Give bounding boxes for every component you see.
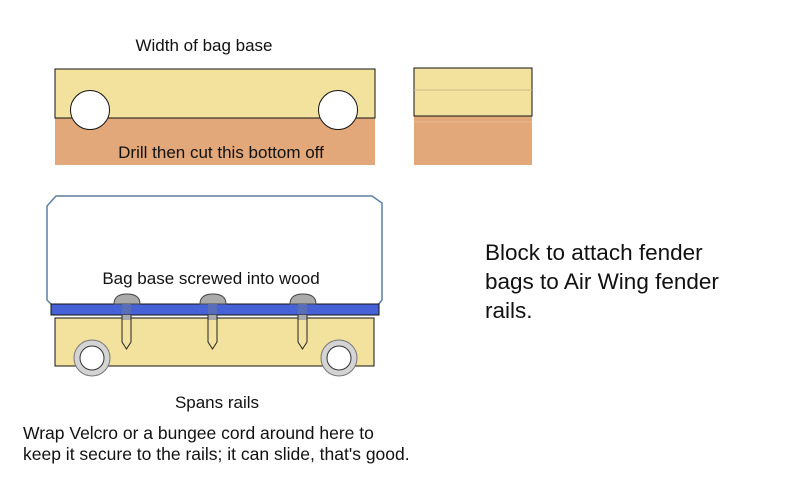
screw-3 <box>289 293 317 350</box>
description-line-2: bags to Air Wing fender <box>485 269 719 294</box>
block-description: Block to attach fender bags to Air Wing … <box>485 238 785 325</box>
rail-left <box>73 339 111 377</box>
cut-off-section <box>55 118 375 165</box>
top-view-title: Width of bag base <box>135 36 272 55</box>
cut-label: Drill then cut this bottom off <box>118 143 324 162</box>
screw-2 <box>199 293 227 350</box>
drill-hole-left <box>70 90 110 130</box>
description-line-3: rails. <box>485 298 533 323</box>
fender-bag-outline <box>46 195 383 306</box>
end-view-cut-section <box>414 116 532 165</box>
screw-1 <box>113 293 141 350</box>
end-view-block <box>413 67 533 165</box>
velcro-note: Wrap Velcro or a bungee cord around here… <box>23 423 483 465</box>
description-line-1: Block to attach fender <box>485 240 703 265</box>
velcro-note-line-2: keep it secure to the rails; it can slid… <box>23 444 410 464</box>
velcro-note-line-1: Wrap Velcro or a bungee cord around here… <box>23 423 374 443</box>
end-view-wood <box>413 67 533 117</box>
bag-base-label: Bag base screwed into wood <box>102 269 319 288</box>
drill-hole-right <box>318 90 358 130</box>
rail-right <box>320 339 358 377</box>
spans-rails-label: Spans rails <box>175 393 259 412</box>
top-view-block: Drill then cut this bottom off <box>54 68 376 165</box>
